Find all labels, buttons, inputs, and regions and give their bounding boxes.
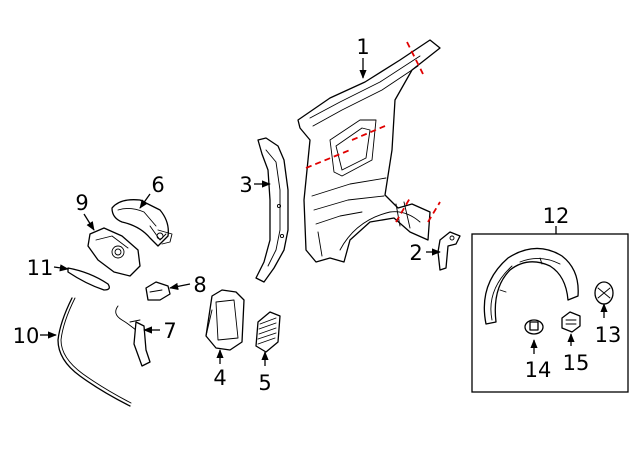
fastener-part-15[interactable] <box>561 311 581 333</box>
bracket-part-2[interactable] <box>437 231 461 271</box>
callout-15: 15 <box>563 351 590 375</box>
seal-ring-part-11[interactable] <box>67 267 110 291</box>
trim-panel-part-4[interactable] <box>205 289 245 351</box>
callout-6: 6 <box>151 173 164 197</box>
fuel-pocket-part-9[interactable] <box>87 227 141 277</box>
callout-13: 13 <box>595 323 622 347</box>
callout-14: 14 <box>525 358 552 382</box>
callout-3: 3 <box>239 173 252 197</box>
tether-part-7[interactable] <box>115 305 151 367</box>
callout-7: 7 <box>163 319 176 343</box>
callout-8: 8 <box>193 273 206 297</box>
callout-12: 12 <box>543 204 570 228</box>
cap-part-13[interactable] <box>594 281 614 305</box>
fuel-door-part-6[interactable] <box>111 199 173 247</box>
leader-9 <box>83 213 95 231</box>
weatherstrip-part-10[interactable] <box>57 297 132 407</box>
callout-9: 9 <box>75 191 88 215</box>
callout-10: 10 <box>13 324 40 348</box>
leader-11 <box>53 264 69 272</box>
callout-2: 2 <box>409 241 422 265</box>
leader-6 <box>139 193 151 209</box>
clip-part-8[interactable] <box>145 281 171 301</box>
vent-grille-part-5[interactable] <box>255 311 281 353</box>
pillar-part-3[interactable] <box>255 137 289 283</box>
wheel-liner-part-12[interactable] <box>483 247 579 325</box>
quarter-panel[interactable] <box>297 39 441 263</box>
callout-4: 4 <box>213 366 226 390</box>
callout-11: 11 <box>27 256 54 280</box>
callout-5: 5 <box>258 371 271 395</box>
leader-8 <box>169 282 191 290</box>
push-pin-part-14[interactable] <box>524 319 544 335</box>
parts-group-box <box>471 233 629 393</box>
callout-1: 1 <box>356 35 369 59</box>
